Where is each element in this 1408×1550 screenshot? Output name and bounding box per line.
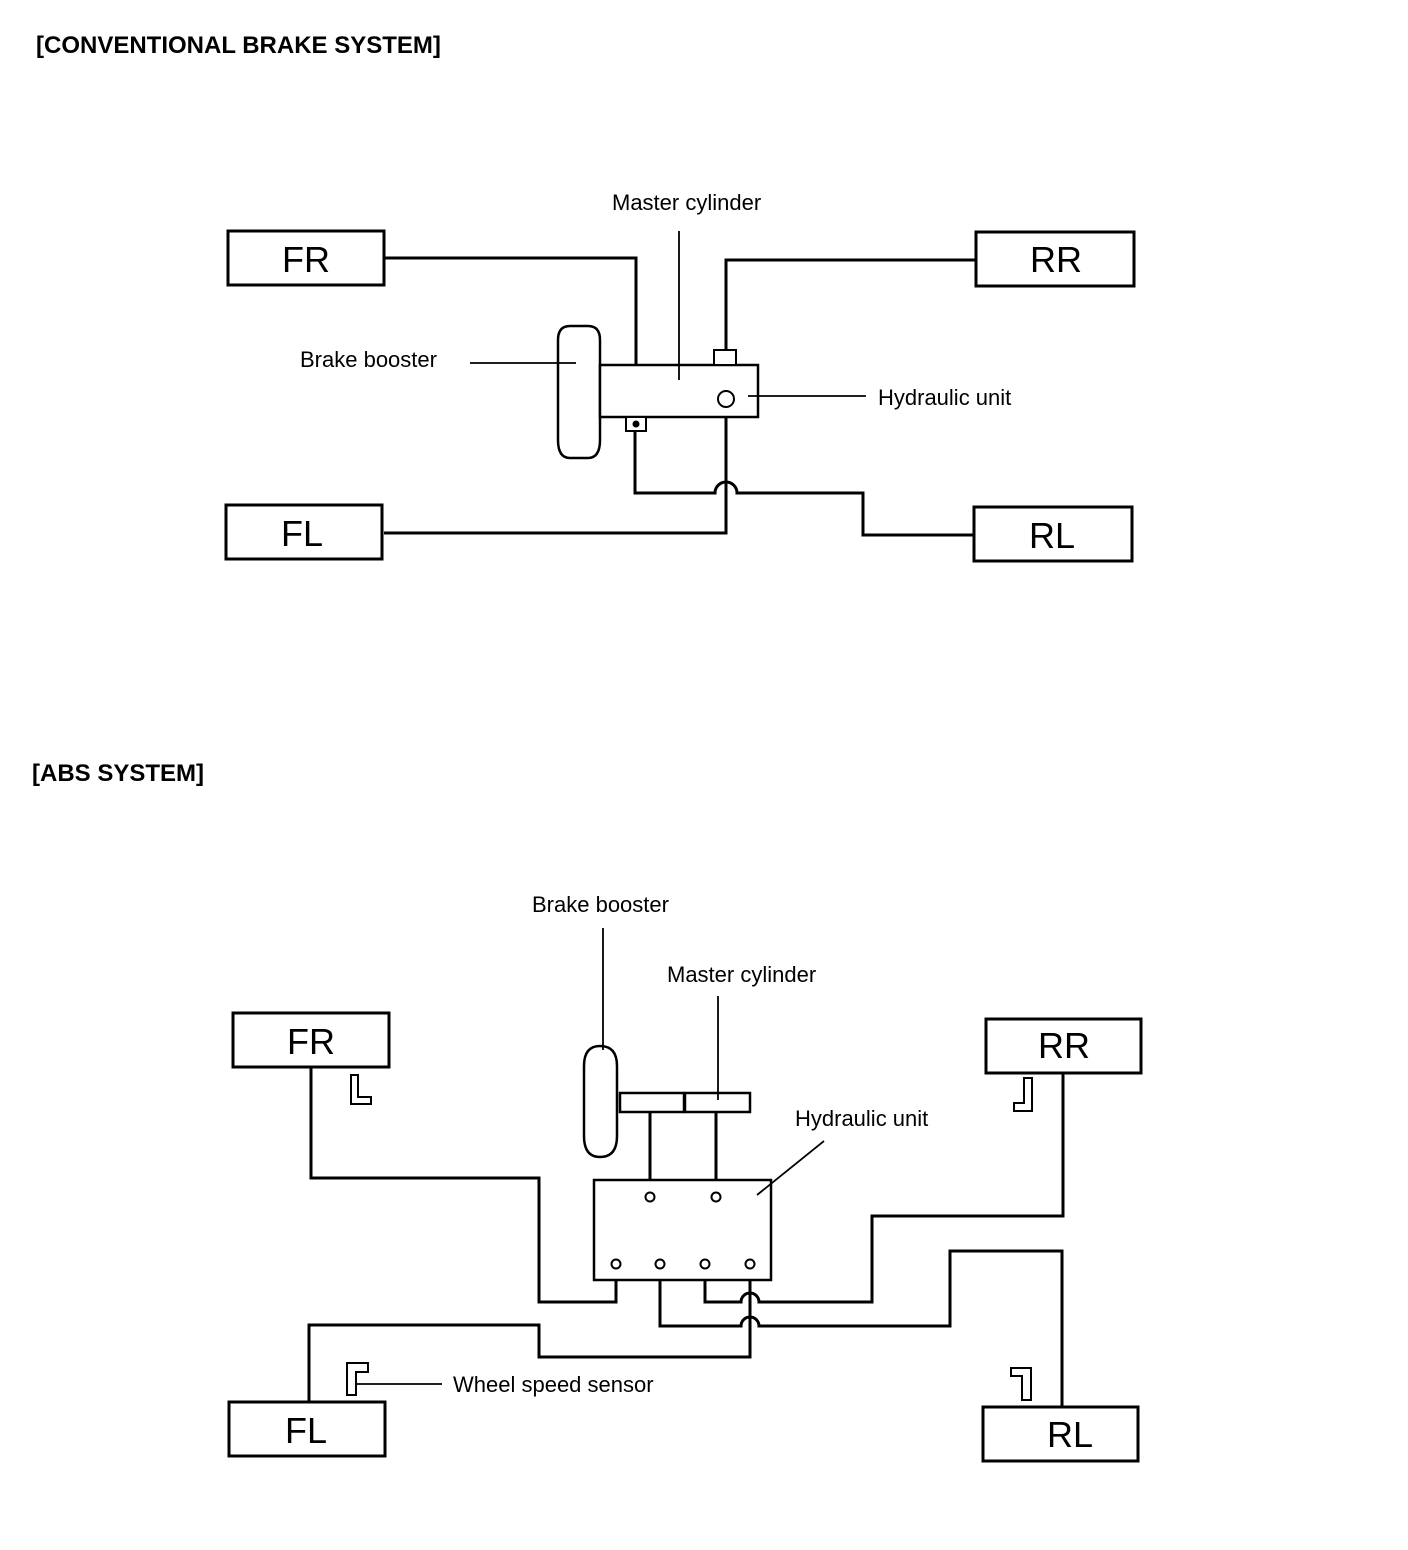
wheel-rl: RL <box>972 505 1134 563</box>
hydraulic-port-icon <box>717 390 735 408</box>
label-master-cylinder: Master cylinder <box>612 190 761 215</box>
sensor-rl-icon <box>1010 1367 1032 1401</box>
leader-hydraulic-unit-abs <box>756 1140 825 1196</box>
label-wheel-speed-sensor: Wheel speed sensor <box>453 1372 654 1397</box>
line-fl-abs <box>307 1266 752 1402</box>
port-dot <box>632 420 640 428</box>
abs-heading: [ABS SYSTEM] <box>32 760 204 787</box>
line-rl-abs <box>658 1249 1064 1407</box>
wheel-fl-abs: FL <box>227 1400 387 1458</box>
line-fr-abs <box>309 1067 618 1304</box>
hu-outlet-port-4 <box>744 1258 756 1270</box>
hu-inlet-port-right <box>710 1191 722 1203</box>
wheel-fr: FR <box>226 229 386 287</box>
hu-outlet-port-1 <box>610 1258 622 1270</box>
outlet-port-top <box>713 349 737 366</box>
abs-system: [ABS SYSTEM] FR RR FL RL <box>32 760 1143 1463</box>
line-fr <box>384 256 638 365</box>
line-rr <box>724 258 976 352</box>
wheel-rr-abs: RR <box>984 1017 1143 1075</box>
conventional-system: [CONVENTIONAL BRAKE SYSTEM] FR RR FL RL <box>36 32 1136 563</box>
wheel-rr-abs-label: RR <box>1038 1025 1090 1066</box>
hu-inlet-port-left <box>644 1191 656 1203</box>
sensor-fl-icon <box>346 1362 369 1396</box>
label-brake-booster: Brake booster <box>300 347 437 372</box>
hu-outlet-port-3 <box>699 1258 711 1270</box>
label-master-cylinder-abs: Master cylinder <box>667 962 816 987</box>
sensor-fr-icon <box>350 1074 372 1105</box>
hu-outlet-port-2 <box>654 1258 666 1270</box>
hydraulic-unit-abs-body <box>592 1178 773 1282</box>
wheel-rr: RR <box>974 230 1136 288</box>
wheel-fl: FL <box>224 503 384 561</box>
line-rl <box>633 431 974 537</box>
wheel-fr-label: FR <box>282 239 330 280</box>
wheel-fr-abs-label: FR <box>287 1021 335 1062</box>
conventional-heading: [CONVENTIONAL BRAKE SYSTEM] <box>36 32 441 59</box>
line-fl <box>384 407 728 535</box>
line-rr-abs <box>703 1073 1065 1304</box>
wheel-fl-label: FL <box>281 513 323 554</box>
wheel-fr-abs: FR <box>231 1011 391 1069</box>
label-hydraulic-unit-abs: Hydraulic unit <box>795 1106 928 1131</box>
brake-booster-shape <box>556 324 602 460</box>
wheel-rl-abs: RL <box>981 1405 1140 1463</box>
label-brake-booster-abs: Brake booster <box>532 892 669 917</box>
master-cylinder-left <box>618 1091 686 1114</box>
sensor-rr-icon <box>1013 1077 1033 1112</box>
wheel-fl-abs-label: FL <box>285 1410 327 1451</box>
wheel-rl-label: RL <box>1029 515 1075 556</box>
label-hydraulic-unit: Hydraulic unit <box>878 385 1011 410</box>
wheel-rr-label: RR <box>1030 239 1082 280</box>
brake-booster-abs-shape <box>582 1044 619 1159</box>
wheel-rl-abs-label: RL <box>1047 1414 1093 1455</box>
